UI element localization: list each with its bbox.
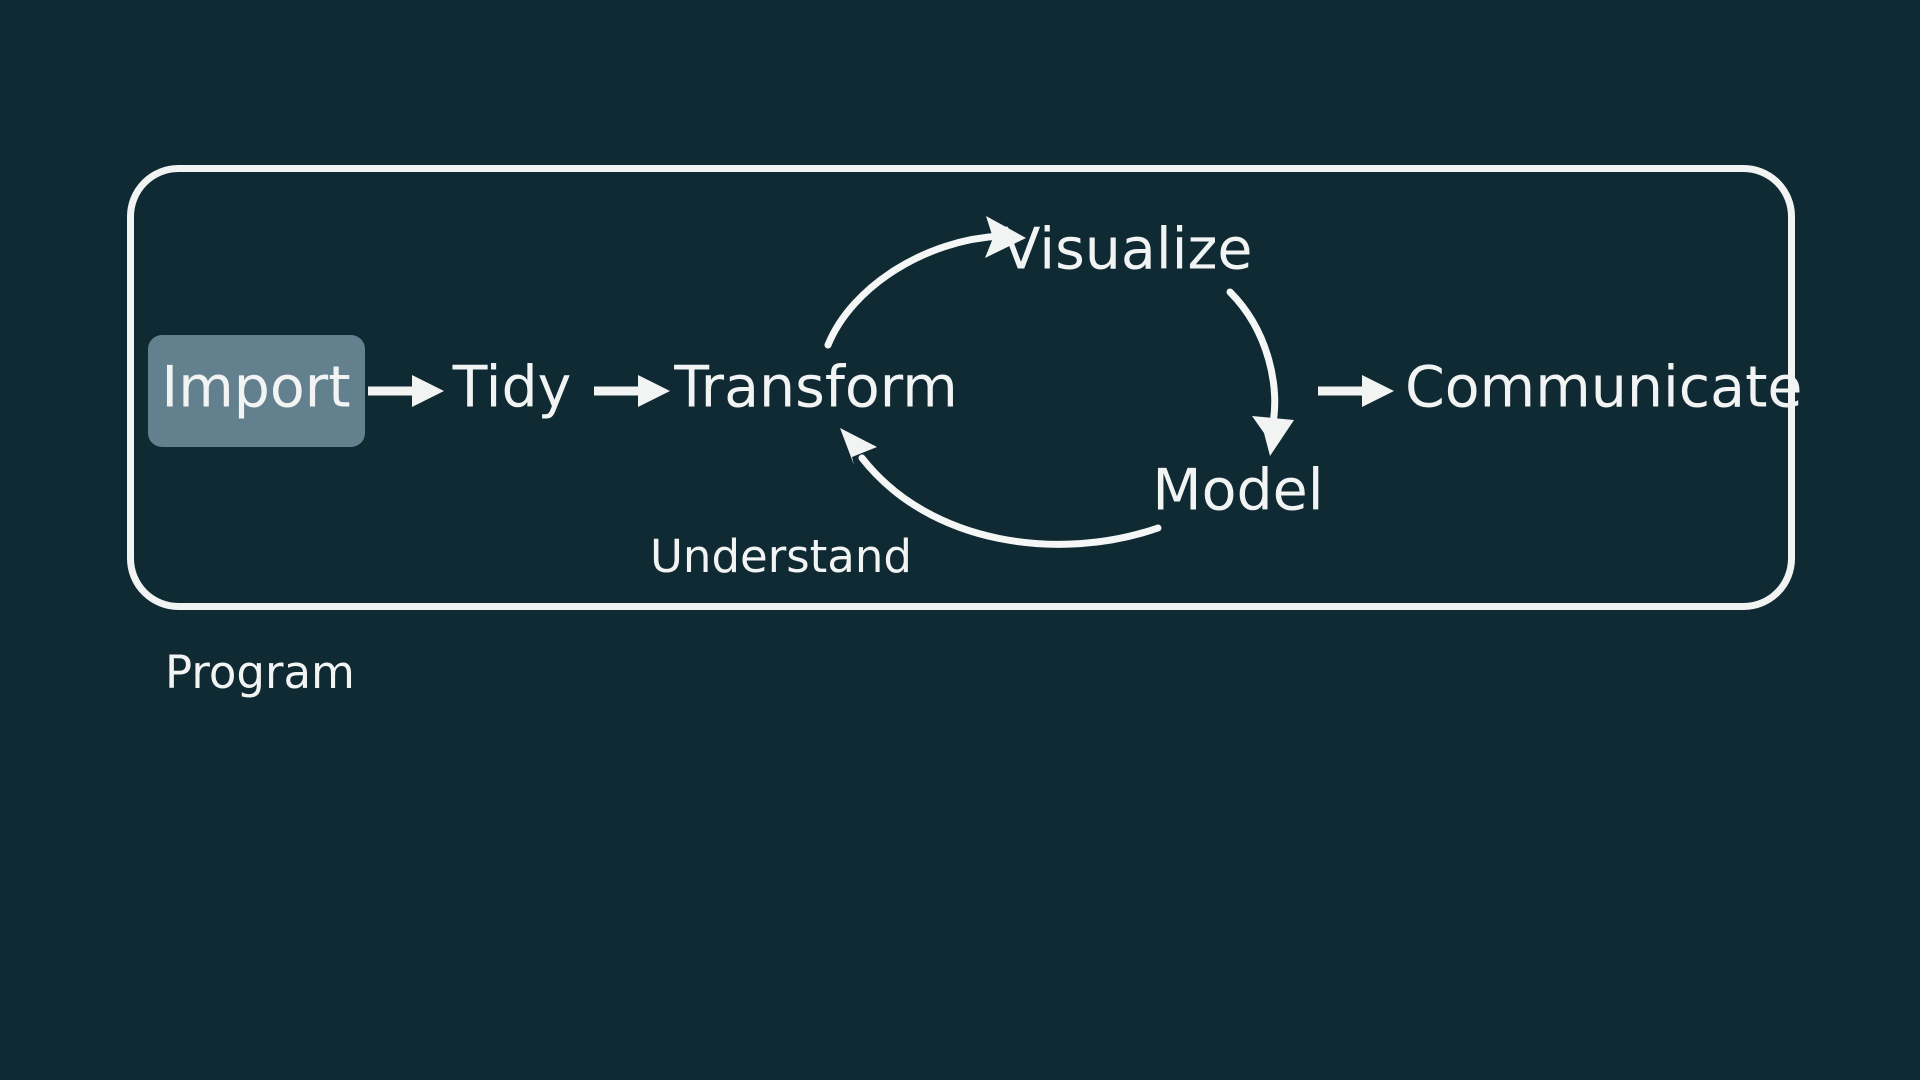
node-label-model[interactable]: Model xyxy=(1152,458,1323,524)
node-label-understand: Understand xyxy=(650,530,912,583)
node-label-import[interactable]: Import xyxy=(161,355,350,421)
node-label-program: Program xyxy=(165,646,355,699)
program-container-frame xyxy=(127,165,1795,610)
arrow-transform-to-visualize xyxy=(824,216,1026,349)
node-label-tidy[interactable]: Tidy xyxy=(452,355,572,421)
arrow-model-to-transform xyxy=(840,428,1162,548)
node-label-transform[interactable]: Transform xyxy=(673,355,958,421)
arrow-visualize-to-model xyxy=(1226,288,1294,456)
arrow-tidy-to-transform xyxy=(594,375,670,407)
import-highlight-chip[interactable] xyxy=(148,335,365,447)
node-label-visualize[interactable]: Visualize xyxy=(1002,217,1253,283)
arrow-import-to-tidy xyxy=(368,375,444,407)
node-label-communicate[interactable]: Communicate xyxy=(1405,355,1803,421)
arrow-to-communicate xyxy=(1318,375,1394,407)
